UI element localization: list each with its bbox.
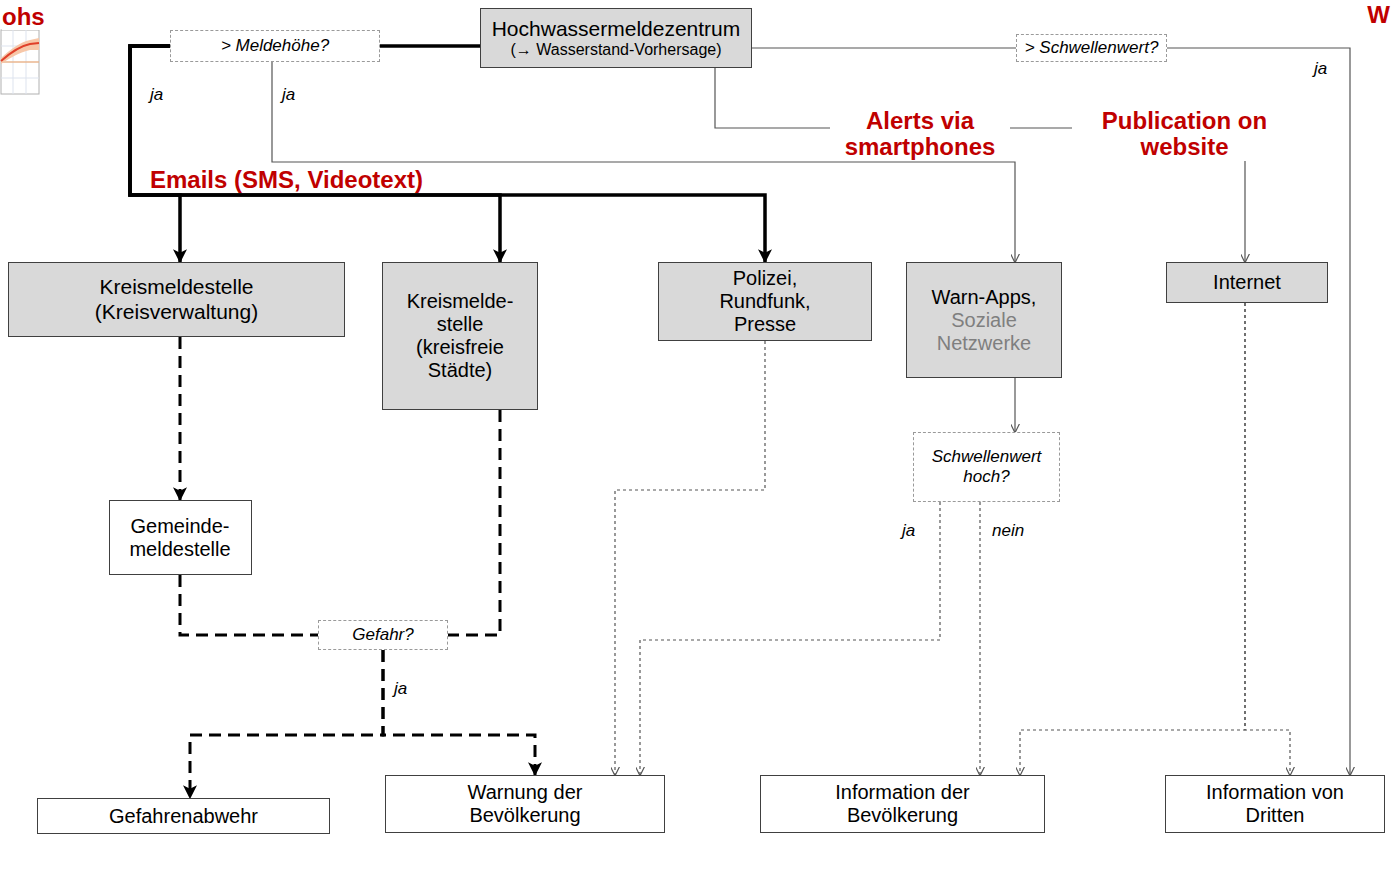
node-text: Soziale Netzwerke	[914, 309, 1054, 355]
edge-label: ja	[1312, 60, 1329, 79]
connector	[1014, 378, 1015, 432]
decision-box: Gefahr?	[318, 620, 448, 650]
node-text: > Meldehöhe?	[221, 36, 329, 56]
edge-label: ja	[148, 86, 165, 105]
connector	[448, 410, 500, 635]
connector	[640, 502, 940, 775]
node-text: Kreismelde- stelle (kreisfreie Städte)	[391, 290, 529, 382]
connector	[179, 337, 182, 500]
chart-curve	[1, 43, 39, 61]
outcome-box: Gemeinde- meldestelle	[109, 500, 252, 575]
node-text: Warnung der Bevölkerung	[440, 781, 610, 827]
process-box: Kreismeldestelle (Kreisverwaltung)	[8, 262, 345, 337]
connector	[615, 341, 765, 775]
node-text: Information von Dritten	[1195, 781, 1355, 827]
decision-box: > Schwellenwert?	[1016, 34, 1167, 62]
outcome-box: Information von Dritten	[1165, 775, 1385, 833]
connector	[272, 62, 1015, 262]
chart-grid	[1, 30, 39, 94]
process-box: Warn-Apps,Soziale Netzwerke	[906, 262, 1062, 378]
chart-threshold	[1, 61, 39, 62]
outcome-box: Gefahrenabwehr	[37, 798, 330, 834]
annotation-label: Emails (SMS, Videotext)	[150, 167, 423, 193]
node-text: Gefahr?	[352, 625, 413, 645]
annotation-label: ohs	[2, 4, 45, 30]
connector	[130, 46, 765, 262]
node-text: Polizei, Rundfunk, Presse	[710, 267, 820, 336]
node-text: Information der Bevölkerung	[823, 781, 983, 827]
connector	[715, 68, 1245, 262]
connector	[130, 46, 500, 262]
node-text: Internet	[1213, 271, 1281, 294]
node-text: Kreismeldestelle (Kreisverwaltung)	[57, 275, 297, 323]
node-text: Gemeinde- meldestelle	[118, 515, 243, 561]
connector	[1245, 303, 1290, 775]
connector	[383, 650, 535, 775]
node-text: > Schwellenwert?	[1025, 38, 1159, 58]
edge-label: ja	[280, 86, 297, 105]
process-box: Hochwassermeldezentrum(→ Wasserstand-Vor…	[480, 8, 752, 68]
chart-band	[1, 38, 39, 64]
node-text: Gefahrenabwehr	[109, 805, 258, 828]
connector	[130, 46, 180, 262]
node-text: (→ Wasserstand-Vorhersage)	[510, 41, 721, 59]
chart-frame	[1, 30, 39, 94]
node-text: Schwellenwert hoch?	[923, 447, 1051, 486]
forecast-chart	[1, 30, 39, 94]
edge-label: ja	[900, 522, 917, 541]
process-box: Polizei, Rundfunk, Presse	[658, 262, 872, 341]
process-box: Internet	[1166, 262, 1328, 303]
decision-box: Schwellenwert hoch?	[913, 432, 1060, 502]
node-text: Warn-Apps,	[932, 286, 1037, 309]
annotation-label: W	[1367, 2, 1390, 28]
connector	[979, 502, 980, 775]
decision-box: > Meldehöhe?	[170, 30, 380, 62]
connector	[380, 44, 480, 48]
annotation-label: Alerts via smartphones	[830, 108, 1010, 161]
annotation-label: Publication on website	[1072, 108, 1297, 161]
outcome-box: Information der Bevölkerung	[760, 775, 1045, 833]
outcome-box: Warnung der Bevölkerung	[385, 775, 665, 833]
node-text: Hochwassermeldezentrum	[492, 17, 741, 41]
edge-label: ja	[392, 680, 409, 699]
connector	[180, 575, 318, 635]
connector	[190, 650, 383, 798]
process-box: Kreismelde- stelle (kreisfreie Städte)	[382, 262, 538, 410]
edge-label: nein	[990, 522, 1026, 541]
connector	[752, 47, 1016, 48]
